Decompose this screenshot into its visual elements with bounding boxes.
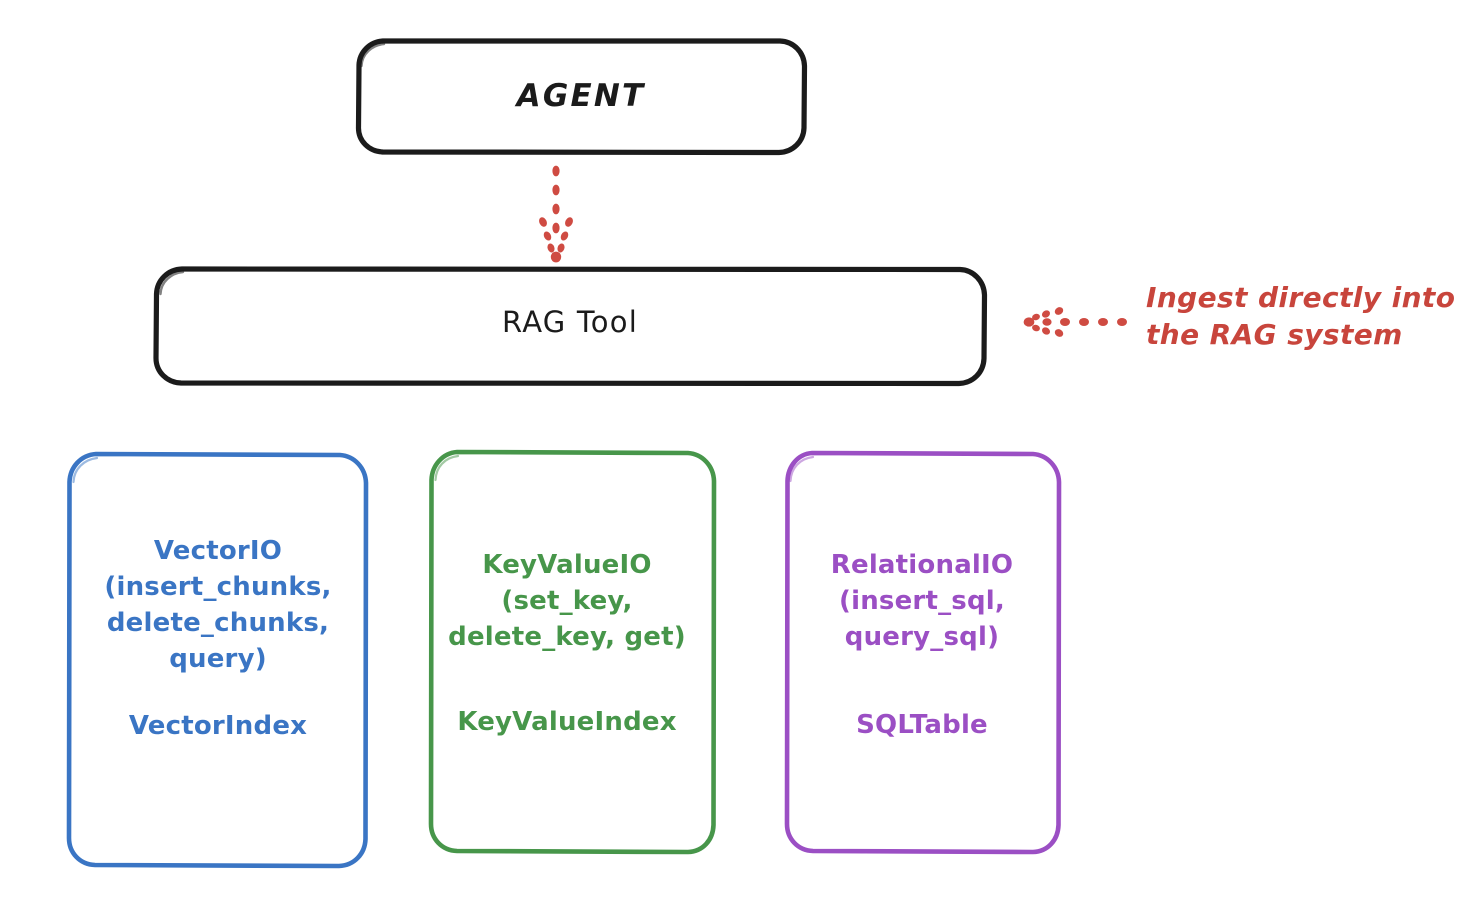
agent-box-shape xyxy=(355,38,808,156)
relational-io-box-shape xyxy=(784,450,1062,855)
rag-tool-box-shape xyxy=(153,266,988,387)
relational-io-node[interactable] xyxy=(787,452,1060,853)
rag-tool-node[interactable] xyxy=(156,268,985,384)
agent-node[interactable] xyxy=(358,41,805,153)
vector-io-box-shape xyxy=(66,451,369,869)
agent-to-rag-arrow xyxy=(539,165,573,263)
vector-io-node[interactable] xyxy=(69,453,367,867)
key-value-io-box-shape xyxy=(428,449,717,855)
key-value-io-node[interactable] xyxy=(431,451,715,853)
ingest-arrow xyxy=(1023,307,1127,337)
